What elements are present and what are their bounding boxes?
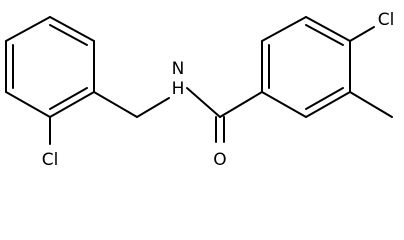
- atom-n: N: [172, 59, 185, 79]
- bond-n-to-carbonyl: [186, 87, 221, 118]
- bond-ring-to-methyl: [349, 91, 393, 118]
- bond: [5, 16, 51, 42]
- bond: [5, 91, 51, 118]
- double-bond-inner: [305, 87, 344, 110]
- double-bond-inner: [305, 24, 344, 46]
- atom-o: O: [213, 150, 226, 170]
- bond: [261, 16, 307, 42]
- bond: [49, 91, 95, 118]
- atom-cl-left: Cl: [42, 150, 59, 170]
- atom-cl-right: Cl: [378, 10, 395, 30]
- bond: [49, 16, 95, 42]
- bond: [261, 91, 307, 118]
- bond: [305, 16, 351, 42]
- molecule-structure: N H O Cl Cl: [5, 10, 395, 170]
- right-benzene-ring: [261, 16, 351, 118]
- double-bond-inner: [49, 24, 88, 46]
- double-bond-inner: [49, 87, 88, 110]
- left-benzene-ring: [5, 16, 95, 118]
- bond-ch2-to-n: [136, 97, 170, 118]
- bond-ring-to-cl: [349, 26, 375, 42]
- atom-h: H: [172, 79, 185, 99]
- bond-ring-to-ch2: [93, 91, 138, 118]
- bond: [305, 91, 351, 118]
- molecule-canvas: N H O Cl Cl: [5, 10, 395, 170]
- bond-carbonyl-to-ring: [219, 91, 263, 118]
